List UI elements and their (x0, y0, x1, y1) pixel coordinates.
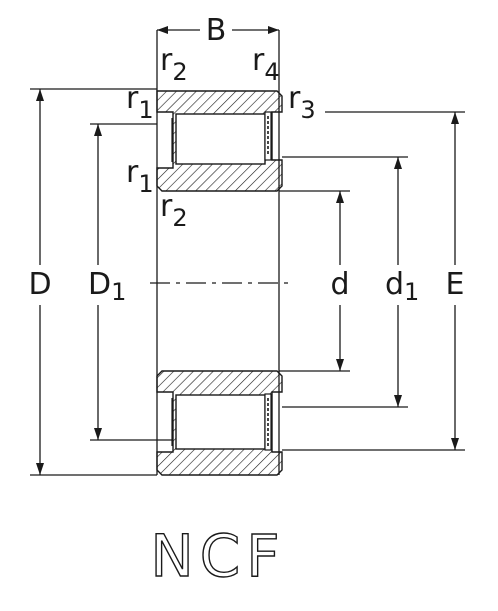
dimension-d (336, 191, 344, 371)
label-r3: r3 (288, 81, 316, 124)
dimension-D1 (94, 124, 102, 440)
lower-roller (175, 394, 266, 450)
label-E: E (446, 267, 465, 302)
label-r4: r4 (252, 43, 280, 86)
label-r2-mid: r2 (160, 189, 188, 232)
dimension-b (157, 26, 279, 34)
upper-roller (175, 113, 266, 165)
label-D1: D1 (88, 267, 126, 306)
label-d1: d1 (385, 267, 419, 306)
lower-snap-ring (264, 393, 272, 451)
dimension-d1 (394, 157, 402, 407)
label-r2-top: r2 (160, 43, 188, 86)
label-r1-mid: r1 (126, 155, 154, 198)
upper-section (156, 90, 283, 192)
dimension-E (451, 112, 459, 450)
dimension-D (36, 89, 44, 475)
lower-section (156, 370, 283, 476)
label-r1-top: r1 (126, 81, 154, 124)
diagram-title: NCF (150, 522, 285, 590)
label-d: d (330, 267, 349, 302)
label-D: D (28, 267, 51, 302)
label-B: B (206, 13, 227, 48)
